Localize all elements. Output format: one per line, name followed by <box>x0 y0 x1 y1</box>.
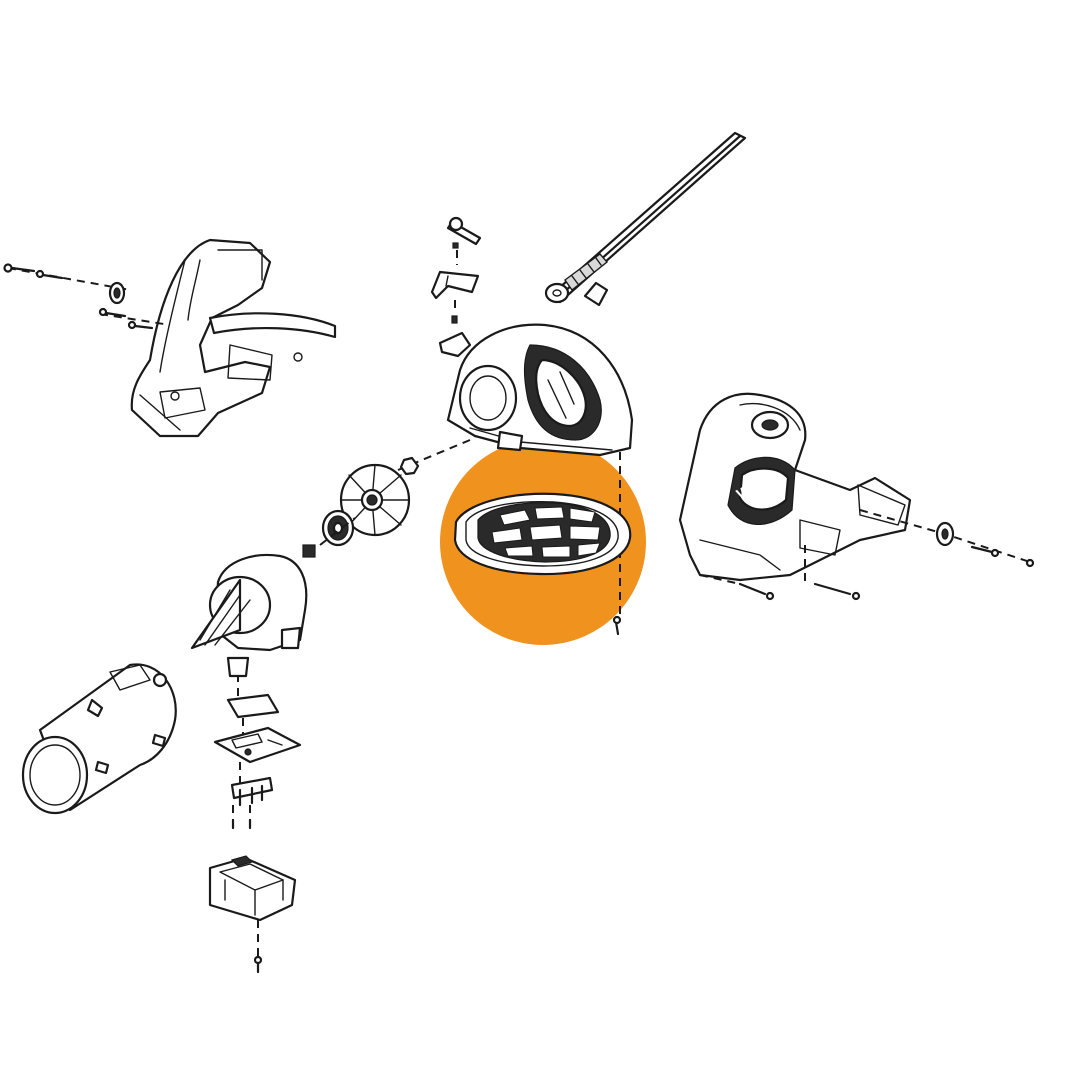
trigger-switch[interactable] <box>430 270 480 300</box>
handle-screw-2 <box>35 269 64 280</box>
fan-disc[interactable] <box>321 509 355 547</box>
speed-selector[interactable] <box>438 331 472 358</box>
fan-housing[interactable] <box>446 323 634 457</box>
right-screw-2 <box>1025 558 1035 568</box>
terminal-clips <box>230 776 274 807</box>
fan-nut <box>399 456 420 476</box>
fan-impeller[interactable] <box>339 463 411 537</box>
trigger-screw <box>446 216 482 246</box>
battery-base[interactable] <box>208 855 297 922</box>
handle-screw-4 <box>127 320 154 330</box>
wire-connector <box>226 656 250 678</box>
insulator-plate <box>226 693 280 719</box>
handle-screw-3 <box>98 307 127 318</box>
right-housing[interactable] <box>678 392 912 582</box>
circuit-board[interactable] <box>213 726 302 764</box>
motor[interactable] <box>21 663 177 815</box>
small-wheel-part <box>108 281 126 305</box>
right-screw-1 <box>970 545 1000 558</box>
blower-tube[interactable] <box>544 131 747 307</box>
base-screw <box>253 955 263 974</box>
air-intake-cover[interactable] <box>453 492 632 576</box>
right-wheel-part <box>935 521 955 547</box>
motor-mount[interactable] <box>190 544 316 652</box>
right-screw-4 <box>738 582 775 601</box>
left-handle-housing[interactable] <box>130 238 337 438</box>
handle-screw-1 <box>3 263 36 273</box>
housing-screw <box>612 615 622 636</box>
right-screw-3 <box>813 582 861 601</box>
